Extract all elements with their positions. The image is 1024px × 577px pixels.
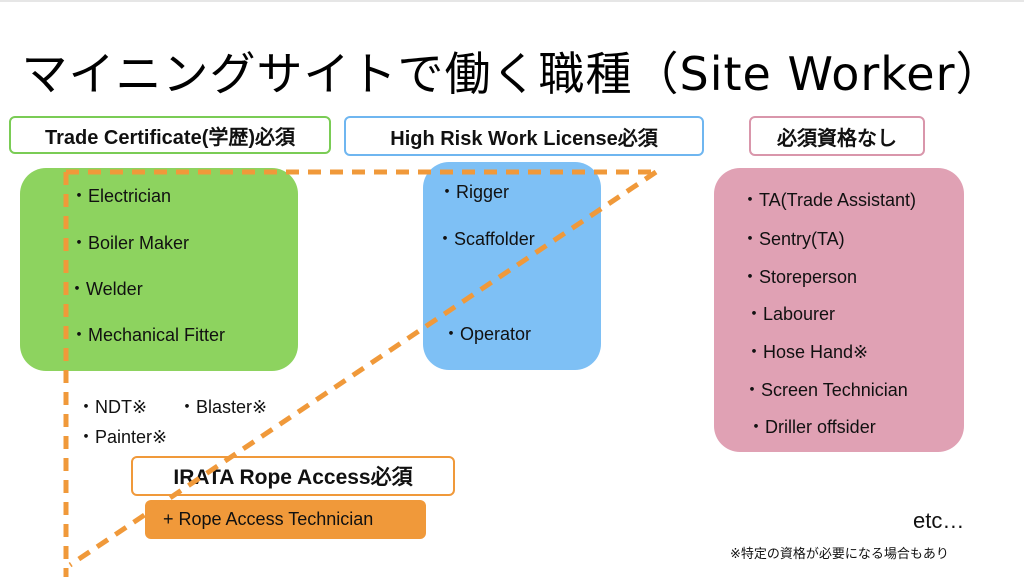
none-item-screen-technician: ・Screen Technician [743,380,908,400]
irata-header-label: IRATA Rope Access必須 [173,466,413,489]
none-item-driller-offsider: ・Driller offsider [747,417,876,437]
none-item-labourer: ・Labourer [745,304,836,324]
high-risk-work-license-header-label: High Risk Work License必須 [390,127,658,150]
footnote: ※特定の資格が必要になる場合もあり [730,547,949,562]
no-qualification-header: 必須資格なし [749,116,925,156]
trade-item-ndt: ・NDT※ [77,397,148,417]
irata-header: IRATA Rope Access必須 [131,456,455,496]
trade-item-mechanical-fitter: ・Mechanical Fitter [70,325,226,345]
trade-item-boiler-maker: ・Boiler Maker [70,233,190,253]
trade-item-painter: ・Painter※ [77,427,168,447]
none-item-ta: ・TA(Trade Assistant) [741,190,917,210]
high-risk-work-license-header: High Risk Work License必須 [344,116,704,156]
etc-label: etc… [913,508,965,533]
hrwl-item-rigger: ・Rigger [438,182,510,202]
no-qualification-header-label: 必須資格なし [777,127,897,150]
top-border [0,0,1024,2]
trade-item-blaster: ・Blaster※ [178,397,268,417]
rope-access-technician-label: + Rope Access Technician [163,509,374,529]
none-item-sentry: ・Sentry(TA) [741,229,845,249]
rope-access-technician-box: + Rope Access Technician [145,500,426,539]
hrwl-item-operator: ・Operator [442,324,532,344]
page-title: マイニングサイトで働く職種（Site Worker） [21,47,1003,101]
trade-certificate-header: Trade Certificate(学歴)必須 [9,116,331,154]
trade-item-electrician: ・Electrician [70,186,172,206]
trade-item-welder: ・Welder [68,279,143,299]
none-item-storeperson: ・Storeperson [741,267,858,287]
none-item-hose-hand: ・Hose Hand※ [745,342,869,362]
no-qualification-panel [714,168,964,452]
hrwl-item-scaffolder: ・Scaffolder [436,229,535,249]
trade-certificate-header-label: Trade Certificate(学歴)必須 [44,126,296,149]
